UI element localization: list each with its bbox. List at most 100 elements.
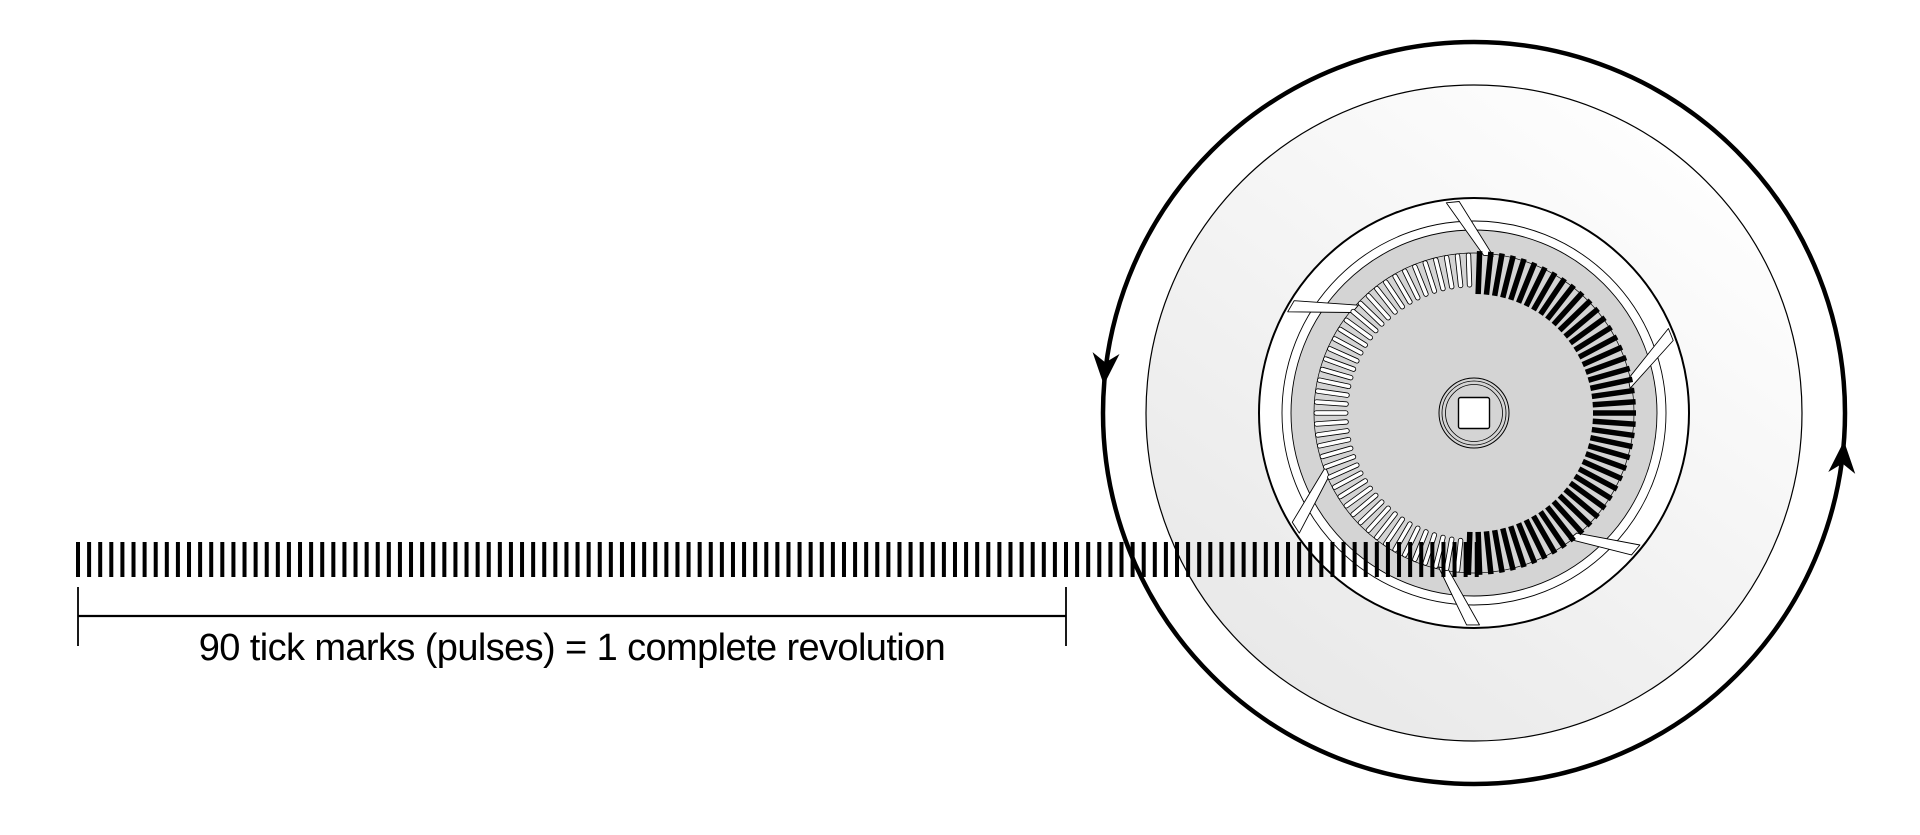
slot-shape (1343, 317, 1373, 341)
disc-tick-solid (1587, 365, 1631, 383)
disc-tick-solid (1516, 522, 1538, 565)
disc-tick-slot (1323, 356, 1357, 372)
disc-tick-solid (1545, 505, 1576, 543)
disc-tick-solid (1531, 271, 1558, 312)
disc-tick-solid (1557, 298, 1593, 333)
hub-spokes (1287, 201, 1674, 626)
solid-shape (1577, 334, 1619, 360)
slot-shape (1315, 388, 1350, 398)
strip-tick (187, 542, 192, 577)
disc-tick-ring (1313, 251, 1636, 575)
solid-shape (1508, 258, 1527, 301)
strip-tick (975, 542, 980, 577)
slot-shape (1337, 478, 1368, 500)
strip-tick (1374, 542, 1379, 577)
strip-tick (298, 542, 303, 577)
slot-shape (1365, 293, 1391, 321)
disc-tick-slot (1343, 317, 1373, 341)
strip-tick (830, 542, 835, 577)
strip-tick (342, 542, 347, 577)
solid-shape (1516, 261, 1538, 304)
slot-shape (1374, 511, 1398, 541)
disc-tick-solid (1538, 277, 1567, 316)
strip-tick (642, 542, 647, 577)
disc-tick-solid (1592, 418, 1636, 428)
slot-shape (1332, 470, 1364, 490)
strip-tick (375, 542, 380, 577)
strip-tick (1186, 542, 1191, 577)
strip-tick (775, 542, 780, 577)
strip-tick (431, 542, 436, 577)
disc-tick-slot (1365, 505, 1391, 533)
disc-tick-slot (1392, 273, 1413, 305)
solid-shape (1593, 410, 1636, 416)
strip-tick (719, 542, 724, 577)
slot-shape (1323, 356, 1357, 372)
solid-shape (1531, 271, 1558, 312)
strip-tick (486, 542, 491, 577)
strip-tick (1052, 542, 1057, 577)
disc-tick-solid (1591, 426, 1635, 439)
strip-tick (231, 542, 236, 577)
solid-shape (1523, 518, 1548, 560)
disc-tick-solid (1551, 290, 1585, 327)
strip-tick (520, 542, 525, 577)
strip-tick (608, 542, 613, 577)
strip-tick (730, 542, 735, 577)
slot-shape (1443, 536, 1455, 572)
disc-tick-solid (1592, 398, 1636, 408)
disc-tick-solid (1591, 387, 1635, 400)
disc-tick-solid (1483, 531, 1494, 575)
disc-tick-solid (1563, 487, 1600, 520)
strip-tick (309, 542, 314, 577)
spoke (1445, 201, 1494, 257)
disc-tick-slot (1332, 336, 1364, 356)
solid-shape (1592, 418, 1636, 428)
hub-circle-outer (1438, 377, 1510, 449)
strip-caption: 90 tick marks (pulses) = 1 complete revo… (198, 627, 946, 669)
solid-shape (1573, 473, 1613, 502)
slot-shape (1319, 445, 1354, 460)
strip-tick (175, 542, 180, 577)
strip-tick (142, 542, 147, 577)
strip-tick (1208, 542, 1213, 577)
strip-tick (697, 542, 702, 577)
strip-tick (1008, 542, 1013, 577)
strip-tick (930, 542, 935, 577)
disc-tick-solid (1538, 510, 1567, 549)
strip-tick (1286, 542, 1291, 577)
strip-tick (109, 542, 114, 577)
solid-shape (1584, 451, 1628, 471)
strip-tick (1108, 542, 1113, 577)
disc-tick-slot (1327, 462, 1360, 480)
strip-tick (575, 542, 580, 577)
solid-shape (1475, 251, 1483, 295)
strip-tick (542, 542, 547, 577)
slot-shape (1332, 336, 1364, 356)
solid-shape (1483, 531, 1494, 575)
disc-tick-slot (1350, 492, 1379, 518)
solid-shape (1577, 466, 1619, 492)
strip-tick (1119, 542, 1124, 577)
disc-tick-slot (1365, 293, 1391, 321)
slot-shape (1327, 462, 1360, 480)
slot-shape (1317, 377, 1352, 390)
solid-shape (1551, 290, 1585, 327)
solid-shape (1587, 365, 1631, 383)
slot-shape (1433, 257, 1446, 292)
slot-shape (1383, 279, 1405, 310)
strip-tick (1330, 542, 1335, 577)
slot-shape (1383, 516, 1405, 547)
strip-tick (508, 542, 513, 577)
strip-tick (1075, 542, 1080, 577)
strip-tick (1452, 542, 1457, 577)
strip-tick (1030, 542, 1035, 577)
solid-shape (1545, 283, 1576, 321)
solid-shape (1557, 298, 1593, 333)
solid-shape (1491, 252, 1505, 297)
holder-ring-inner (1281, 220, 1667, 606)
strip-tick (864, 542, 869, 577)
solid-shape (1563, 306, 1600, 339)
disc-tick-solid (1577, 466, 1619, 492)
